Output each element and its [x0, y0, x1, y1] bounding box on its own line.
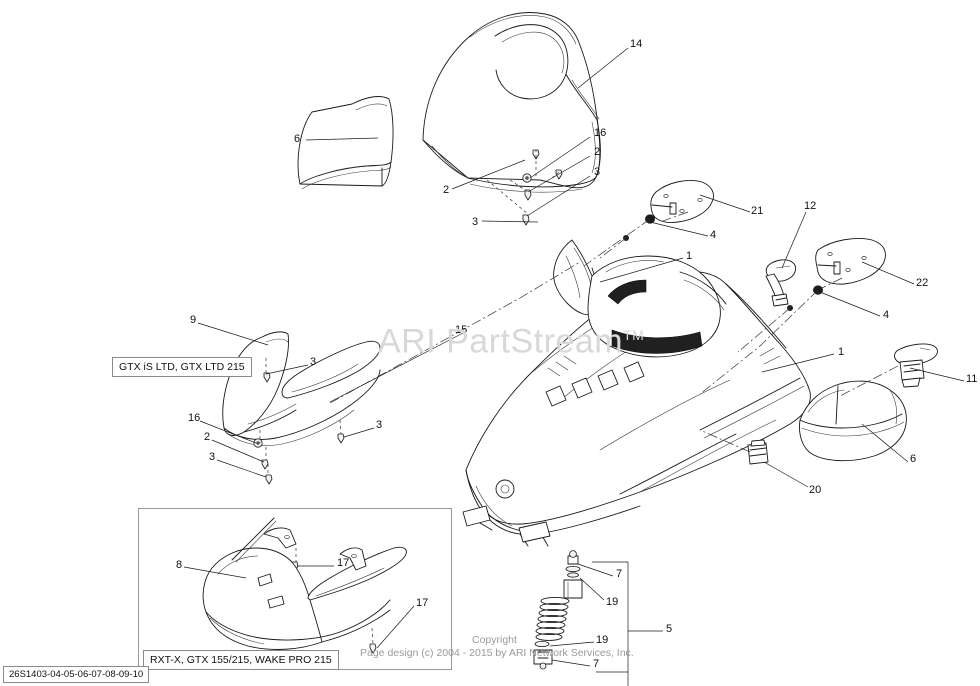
part-mirror-mount-11 [894, 343, 938, 388]
callout-1-upper: 1 [686, 250, 693, 262]
callout-7-bottom: 7 [593, 658, 600, 670]
callout-3-mid: 3 [310, 356, 317, 368]
callout-4-upper: 4 [710, 229, 717, 241]
part-shock-absorber-5 [533, 550, 583, 670]
callout-3-topmid: 3 [472, 216, 479, 228]
callout-8: 8 [176, 559, 183, 571]
callout-1-lower: 1 [838, 346, 845, 358]
part-number-label: 26S1403-04-05-06-07-08-09-10 [3, 666, 150, 683]
callout-21: 21 [751, 205, 764, 217]
callout-20: 20 [809, 484, 822, 496]
callout-17-top: 17 [337, 557, 350, 569]
callout-11: 11 [966, 373, 978, 385]
callout-7-top: 7 [616, 568, 623, 580]
part-inset-lower-cover-8 [202, 517, 407, 650]
part-lower-panel-9 [222, 331, 381, 446]
callout-6-top: 6 [294, 133, 301, 145]
callout-14: 14 [630, 38, 643, 50]
variant-label-rxt-x: RXT-X, GTX 155/215, WAKE PRO 215 [143, 650, 339, 670]
callout-2-topleft: 2 [443, 184, 450, 196]
callout-19-bottom: 19 [596, 634, 609, 646]
callout-19-top: 19 [606, 596, 619, 608]
part-bracket-21 [650, 180, 714, 223]
copyright-line-1: Copyright [472, 634, 517, 646]
callout-15: 15 [455, 324, 468, 336]
callout-12: 12 [804, 200, 817, 212]
leader-lines [183, 47, 965, 686]
part-side-panel-6-right [799, 380, 907, 462]
callout-2-left: 2 [204, 431, 211, 443]
inset-frame-rxtx [138, 508, 452, 670]
watermark-tm: TM [623, 327, 645, 343]
variant-label-gtx-is-ltd: GTX iS LTD, GTX LTD 215 [112, 357, 252, 377]
callout-9: 9 [190, 314, 197, 326]
watermark: ARI PartStreamTM [378, 318, 644, 358]
callout-22: 22 [916, 277, 929, 289]
part-clip-20 [747, 439, 769, 465]
part-main-hull-15 [462, 239, 811, 547]
callout-17-bottom: 17 [416, 597, 429, 609]
part-side-panel-6-left [297, 96, 394, 190]
callout-4-lower: 4 [883, 309, 890, 321]
part-bracket-22 [815, 238, 886, 285]
copyright-line-2: Page design (c) 2004 - 2015 by ARI Netwo… [360, 647, 634, 659]
callout-16-left: 16 [188, 412, 201, 424]
callout-5: 5 [666, 623, 673, 635]
callout-3-topright: 3 [594, 166, 601, 178]
callout-2-topright: 2 [594, 146, 601, 158]
callout-3-right: 3 [376, 419, 383, 431]
callout-16-top: 16 [594, 127, 607, 139]
callout-3-left: 3 [209, 451, 216, 463]
watermark-text: ARI PartStream [378, 322, 624, 361]
callout-6-right: 6 [910, 453, 917, 465]
part-latch-12 [765, 259, 797, 307]
assembly-dash-lines [259, 150, 899, 645]
